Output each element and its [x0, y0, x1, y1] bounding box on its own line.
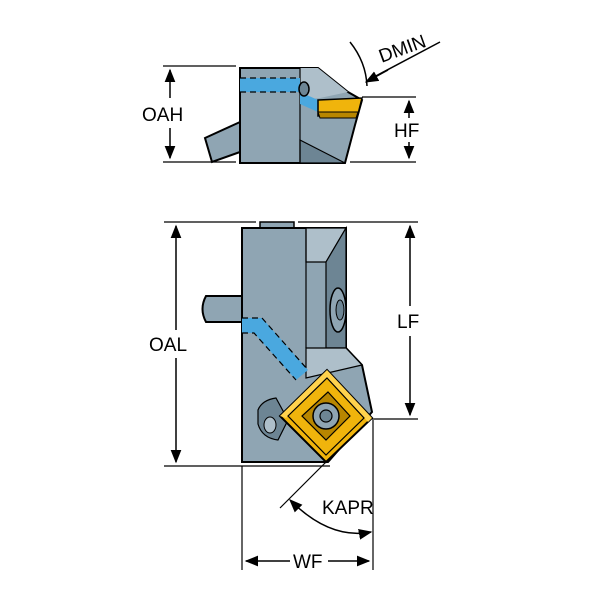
dimension-kapr: KAPR — [279, 418, 374, 570]
oal-label: OAL — [149, 335, 187, 356]
wf-label: WF — [293, 552, 323, 573]
kapr-label: KAPR — [322, 498, 374, 519]
top-body-facet — [300, 68, 348, 100]
top-coolant-channel — [300, 92, 318, 112]
dimension-hf: HF — [350, 96, 419, 163]
top-coolant-channel — [240, 78, 300, 92]
dimension-oah: OAH — [142, 65, 236, 163]
top-shank — [203, 120, 241, 164]
front-view — [201, 221, 374, 464]
lf-label: LF — [397, 312, 419, 333]
top-insert-edge — [317, 111, 359, 119]
hf-label: HF — [394, 121, 419, 142]
dimension-oal: OAL — [149, 221, 330, 467]
top-view — [203, 67, 364, 164]
dimension-dmin: DMIN — [349, 31, 441, 87]
front-coolant-channel — [242, 318, 308, 380]
oah-label: OAH — [142, 105, 183, 126]
front-shank — [201, 295, 243, 323]
top-screw-icon — [298, 81, 310, 97]
dimension-wf: WF — [241, 466, 371, 573]
dimension-lf: LF — [298, 221, 419, 420]
